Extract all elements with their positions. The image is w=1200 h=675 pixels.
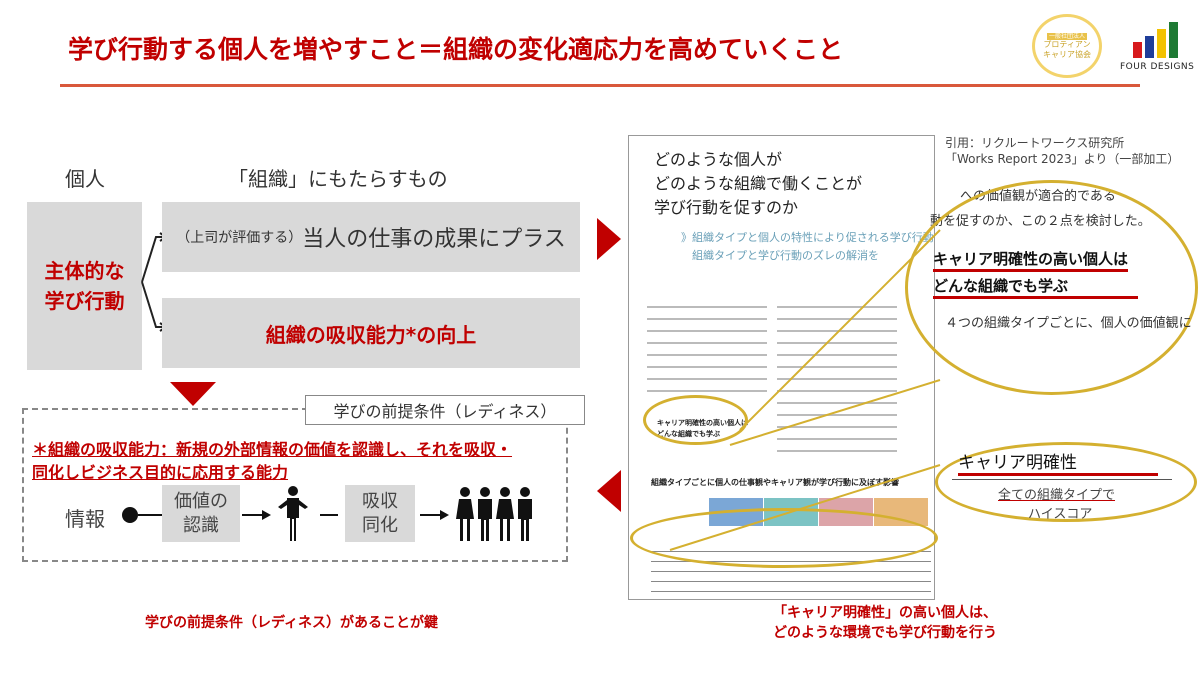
- main-line1: 主体的な: [44, 259, 125, 283]
- report-subtitle: 》組織タイプと個人の特性により促される学び行動が 組織タイプと学び行動のズレの解…: [681, 229, 935, 264]
- slide-title: 学び行動する個人を増やすこと＝組織の変化適応力を高めていくこと: [68, 35, 844, 64]
- individual-heading: 個人: [65, 167, 105, 191]
- benefit-performance-box: （上司が評価する） 当人の仕事の成果にプラス: [162, 202, 580, 272]
- citation-l1: 引用：リクルートワークス研究所: [945, 136, 1125, 150]
- report-sub-l2: 組織タイプと学び行動のズレの解消を: [681, 248, 879, 262]
- benefit1-note: （上司が評価する）: [176, 230, 303, 246]
- definition-line1: ＊組織の吸収能力：新規の外部情報の価値を認識し、それを吸収・: [32, 440, 513, 459]
- arrow-right-icon: [420, 510, 449, 520]
- zoom1-heading-l1: キャリア明確性の高い個人は: [933, 248, 1129, 272]
- proactive-learning-box: 主体的な 学び行動: [27, 202, 142, 370]
- zoom2-line2: ハイスコア: [1028, 507, 1093, 522]
- connector-line: [320, 514, 338, 516]
- report-title-l2: どのような組織で働くことが: [654, 174, 863, 193]
- benefit1-text: 当人の仕事の成果にプラス: [302, 227, 566, 252]
- step1-l1: 価値の: [174, 491, 228, 513]
- report-title: どのような個人が どのような組織で働くことが 学び行動を促すのか: [654, 148, 862, 220]
- readiness-frame: [22, 408, 568, 562]
- right-caption-l1: 「キャリア明確性」の高い個人は、: [773, 605, 997, 621]
- zoom-circle-2: [935, 442, 1197, 522]
- four-designs-text: FOUR DESIGNS: [1120, 62, 1195, 72]
- citation-l2: 「Works Report 2023」より（一部加工）: [945, 152, 1180, 167]
- arrow-right-icon: [242, 510, 271, 520]
- badge-tag: 一般社団法人: [1046, 32, 1087, 40]
- info-dot-icon: [122, 507, 164, 523]
- highlight-circle-small: [643, 395, 748, 445]
- down-arrow-icon: [170, 382, 216, 406]
- step1-l2: 認識: [183, 514, 219, 536]
- report-chart-title: 組織タイプごとに個人の仕事観やキャリア観が学び行動に及ぼす影響: [651, 478, 899, 487]
- highlight-circle-row: [630, 508, 938, 568]
- right-caption-l2: どのような環境でも学び行動を行う: [773, 625, 997, 642]
- logo-bars-icon: [1120, 22, 1190, 58]
- right-caption: 「キャリア明確性」の高い個人は、 どのような環境でも学び行動を行う: [765, 603, 1005, 644]
- benefit-absorptive-box: 組織の吸収能力*の向上: [162, 298, 580, 368]
- zoom2-line1: 全ての組織タイプで: [998, 488, 1116, 503]
- badge-line2: キャリア協会: [1043, 49, 1091, 59]
- zoom-connector-lines: [669, 229, 941, 551]
- left-caption: 学びの前提条件（レディネス）があることが鍵: [145, 615, 439, 631]
- report-sub-l1: 》組織タイプと個人の特性により促される学び行動が: [681, 231, 935, 244]
- report-title-l1: どのような個人が: [654, 150, 783, 169]
- zoom1-heading-l2: どんな組織でも学ぶ: [933, 275, 1138, 299]
- zoom2-heading: キャリア明確性: [958, 448, 1158, 476]
- main-line2: 学び行動: [44, 289, 125, 313]
- person-icon: [278, 486, 308, 541]
- org-heading: 「組織」にもたらすもの: [228, 167, 448, 191]
- flow-step-absorb: 吸収同化: [345, 485, 415, 542]
- zoom1-text3: ４つの組織タイプごとに、個人の価値観に: [945, 316, 1192, 331]
- title-divider: [60, 84, 1140, 87]
- protean-career-association-logo: 一般社団法人 プロティアン キャリア協会: [1032, 14, 1102, 78]
- flow-info-label: 情報: [65, 507, 105, 531]
- citation: 引用：リクルートワークス研究所 「Works Report 2023」より（一部…: [945, 135, 1179, 167]
- step2-l2: 同化: [362, 514, 398, 536]
- zoom-circle-1: [905, 180, 1198, 395]
- report-title-l3: 学び行動を促すのか: [654, 198, 799, 217]
- readiness-label: 学びの前提条件（レディネス）: [305, 395, 585, 425]
- four-designs-logo: FOUR DESIGNS: [1120, 22, 1195, 77]
- left-arrow-icon: [597, 470, 621, 512]
- definition-line2: 同化しビジネス目的に応用する能力: [32, 463, 289, 482]
- right-arrow-icon: [597, 218, 621, 260]
- flow-step-recognize: 価値の認識: [162, 485, 240, 542]
- group-people-icon: [456, 487, 532, 541]
- badge-line1: プロティアン: [1043, 40, 1091, 49]
- step2-l1: 吸収: [362, 491, 398, 513]
